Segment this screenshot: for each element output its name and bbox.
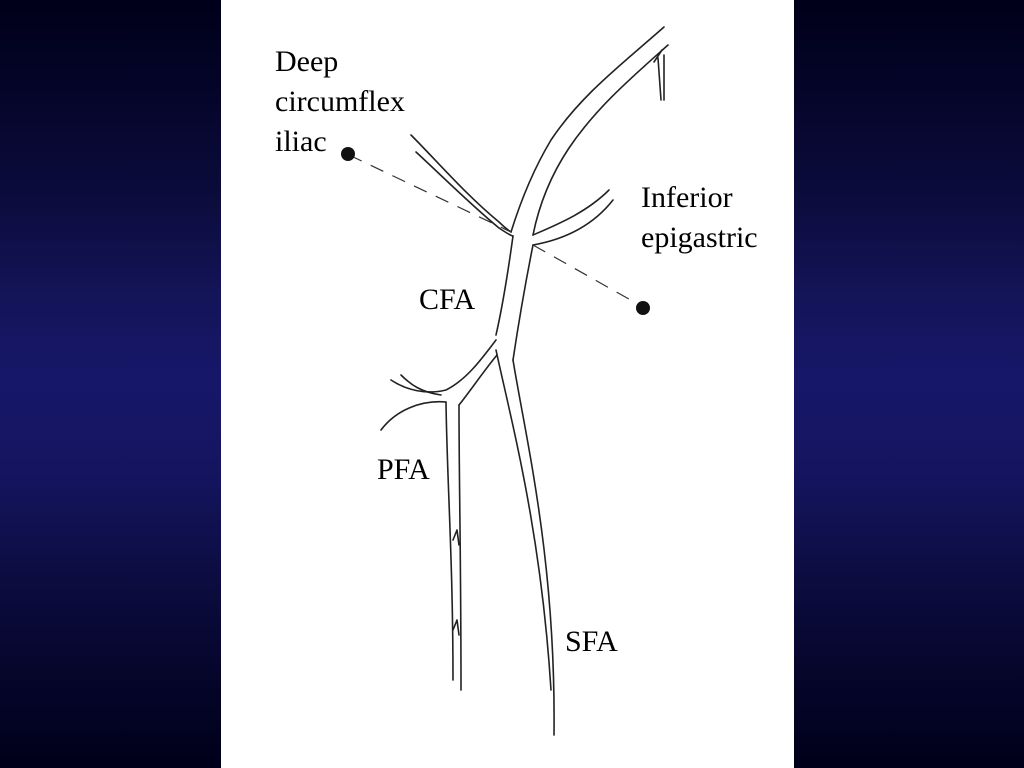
external-iliac-left-wall [510,26,665,233]
ie-branch-upper [532,189,610,236]
artery-diagram [341,26,669,736]
external-iliac-right-wall [532,44,669,236]
pfa-trunk-left [445,401,454,681]
label-pfa: PFA [377,453,430,486]
pfa-lower-wall [458,354,498,406]
label-deep-circumflex-iliac-line3: iliac [275,125,327,158]
label-deep-circumflex-iliac-line1: Deep [275,45,339,78]
dci-marker-dot [341,147,355,161]
sfa-left-wall [495,349,552,691]
diagram-panel: Deep circumflex iliac Inferior epigastri… [221,0,794,768]
cfa-right-wall [512,244,534,361]
pfa-side-branch-lower [380,400,447,431]
dci-branch-upper [410,134,512,233]
pfa-side-branch-upper [400,374,442,396]
pfa-small-twigs [452,529,460,636]
label-inferior-epigastric-line1: Inferior [641,181,733,214]
sfa-right-wall [512,359,555,736]
external-iliac-top-stub [653,49,665,101]
ie-branch-lower [532,199,614,246]
pfa-trunk-right [458,404,462,691]
pfa-upper-wall [390,339,497,393]
cfa-left-wall [495,235,514,336]
dci-indicator-line [348,154,512,233]
label-deep-circumflex-iliac-line2: circumflex [275,85,405,118]
label-inferior-epigastric-line2: epigastric [641,221,758,254]
label-inferior-epigastric: Inferior epigastric [641,178,758,258]
label-deep-circumflex-iliac: Deep circumflex iliac [275,42,405,162]
label-sfa: SFA [565,625,618,658]
label-cfa: CFA [419,283,476,316]
dci-branch-lower [415,151,514,237]
ie-marker-dot [636,301,650,315]
ie-indicator-line [532,244,644,308]
